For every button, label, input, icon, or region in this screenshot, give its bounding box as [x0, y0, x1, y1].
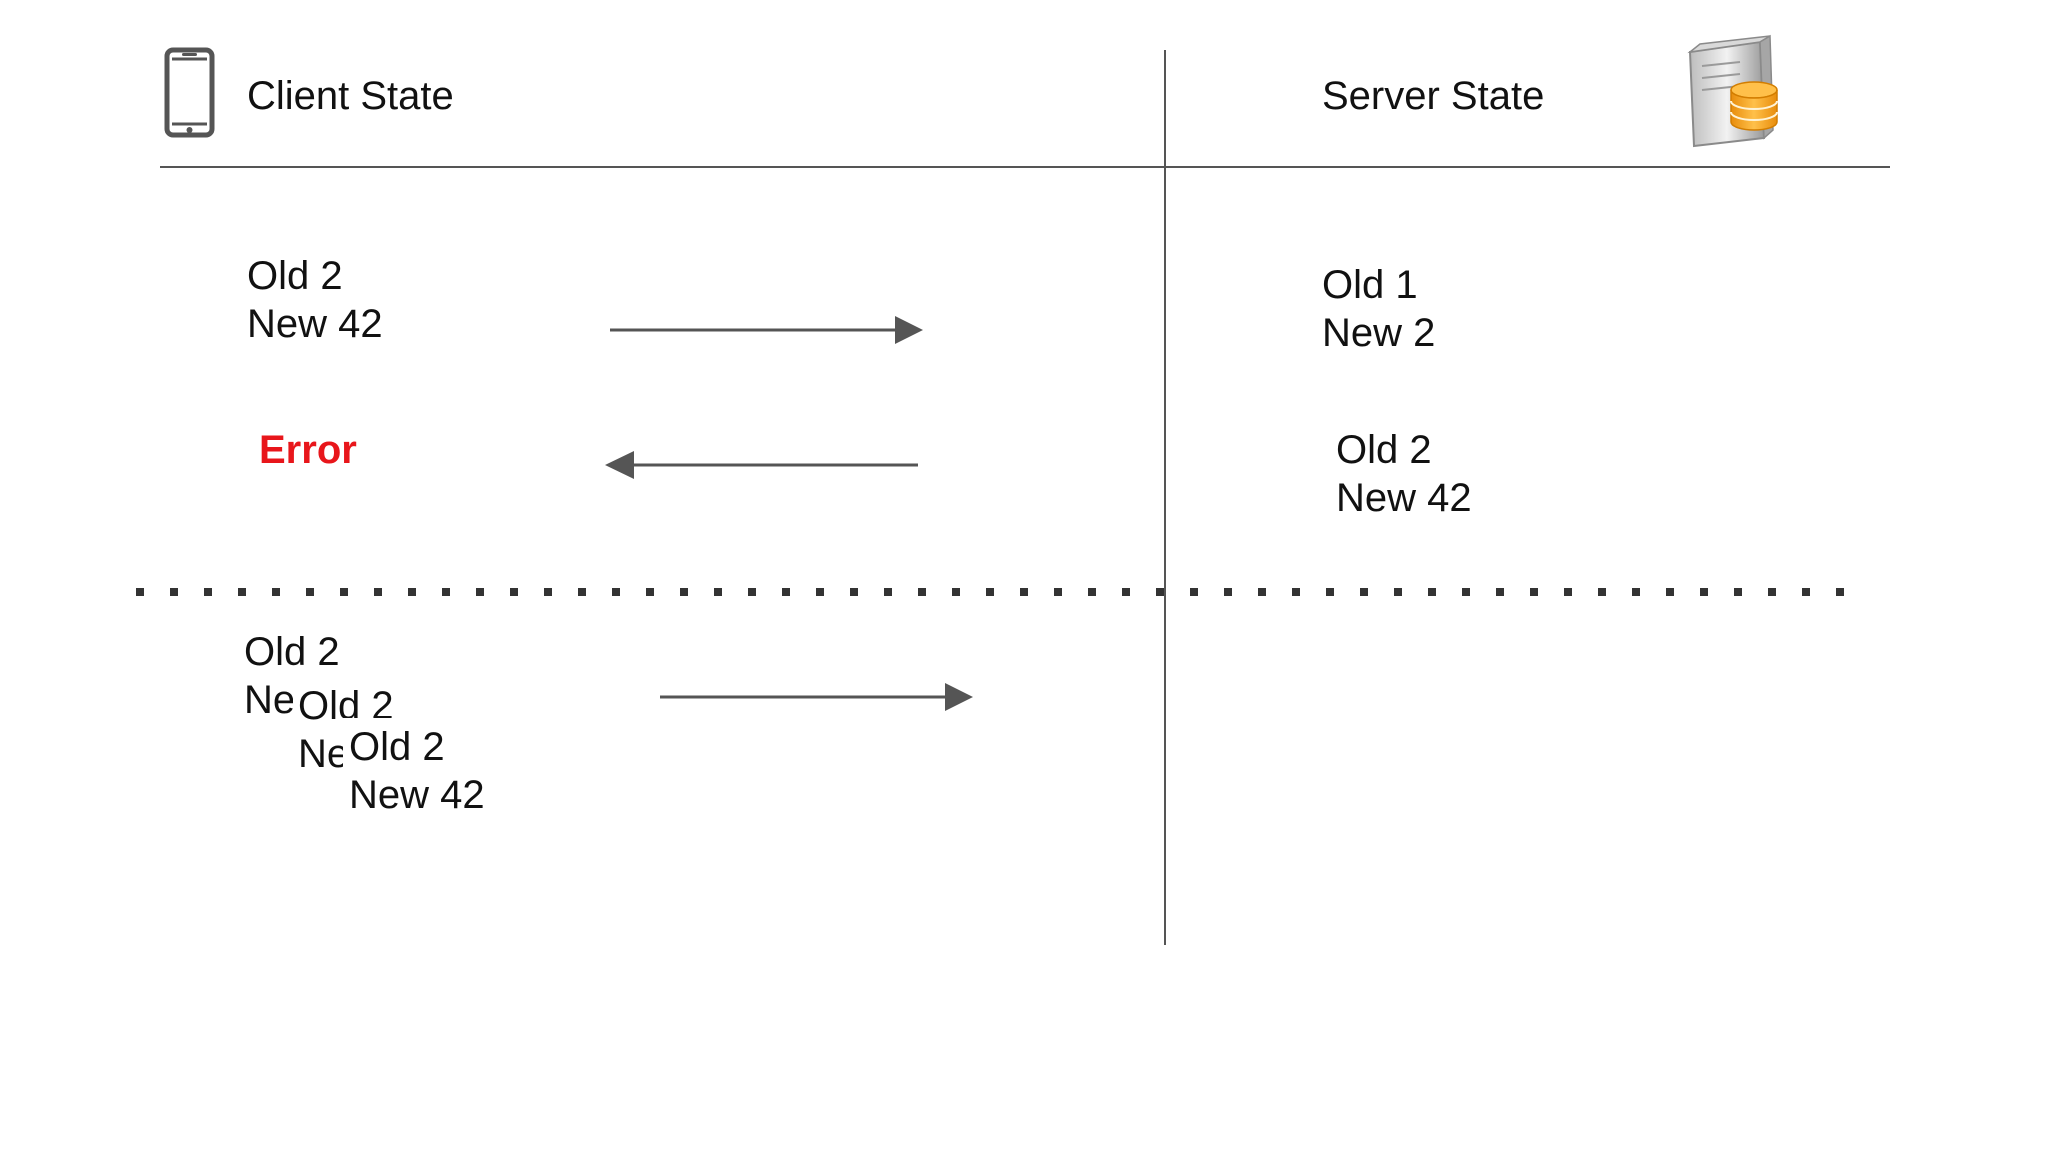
server-old-value: Old 1 [1322, 263, 1418, 307]
client-state-stack-front-bg [343, 718, 513, 816]
server-old-value: Old 2 [1336, 428, 1432, 472]
smartphone-icon [164, 47, 215, 138]
client-new-value: New 42 [247, 302, 383, 346]
client-old-value: Old 2 [349, 725, 445, 769]
error-label: Error [259, 428, 357, 472]
response-arrow-head [605, 451, 634, 479]
client-state-block-1: Old 2 New 42 [247, 252, 383, 348]
client-old-value: Old 2 [247, 254, 343, 298]
database-server-icon [1687, 34, 1778, 148]
server-state-title: Server State [1322, 74, 1545, 118]
request-arrow-1-head [895, 316, 923, 344]
server-new-value: New 42 [1336, 476, 1472, 520]
server-new-value: New 2 [1322, 311, 1436, 355]
server-state-block-2: Old 2 New 42 [1336, 426, 1472, 522]
server-state-block-1: Old 1 New 2 [1322, 261, 1435, 357]
client-new-value: New 42 [349, 773, 485, 817]
client-state-title: Client State [247, 74, 454, 118]
request-arrow-2-head [945, 683, 973, 711]
client-old-value: Old 2 [244, 630, 340, 674]
client-state-stack-front: Old 2 New 42 [349, 723, 485, 819]
